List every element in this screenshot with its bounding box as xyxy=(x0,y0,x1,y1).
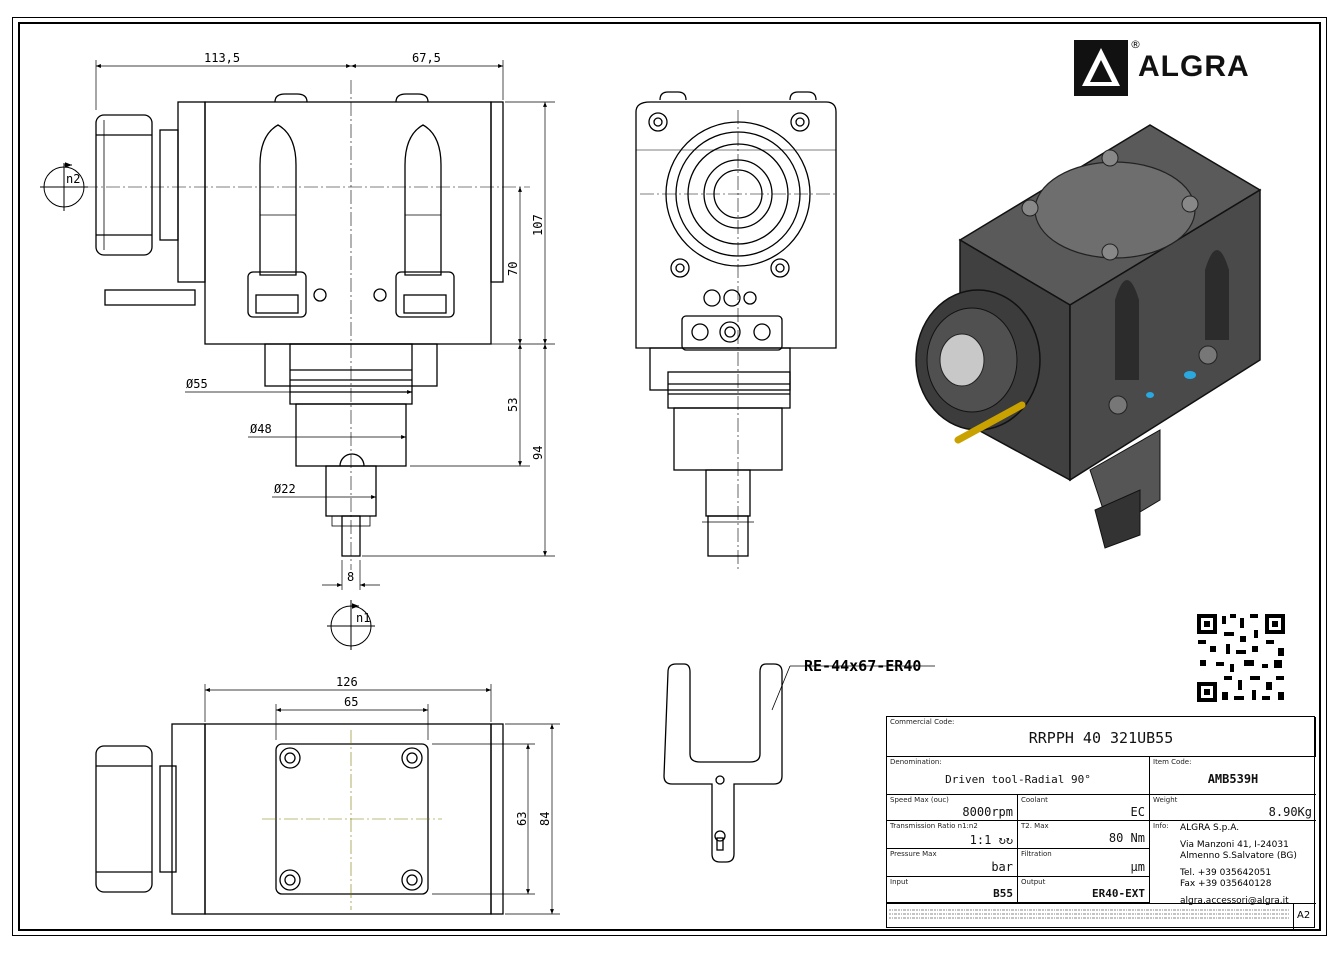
coolant-cell: Coolant EC xyxy=(1018,795,1150,821)
speed-caption: Speed Max (ouc) xyxy=(890,796,949,804)
address-line-2: Almenno S.Salvatore (BG) xyxy=(1180,851,1297,861)
weight: 8.90Kg xyxy=(1268,805,1312,819)
logo-text: ALGRA xyxy=(1138,50,1250,83)
dim-8: 8 xyxy=(347,570,354,584)
item-code: AMB539H xyxy=(1207,772,1259,786)
ratio-cell: Transmission Ratio n1:n2 1:1 ↻↻ xyxy=(887,821,1018,849)
output-caption: Output xyxy=(1021,878,1046,886)
wrench-drawing xyxy=(663,663,783,863)
wrench-label: RE-44x67-ER40 xyxy=(804,657,921,675)
weight-cell: Weight 8.90Kg xyxy=(1150,795,1316,821)
dim-107: 107 xyxy=(531,214,545,236)
company-info: ALGRA S.p.A. Via Manzoni 41, I-24031 Alm… xyxy=(1180,823,1297,907)
pressure-unit: bar xyxy=(991,860,1013,874)
dim-94: 94 xyxy=(531,446,545,460)
outer-frame xyxy=(12,17,1327,936)
rotation-n2-symbol xyxy=(40,162,88,211)
output: ER40-EXT xyxy=(1092,887,1145,900)
filtration-cell: Filtration µm xyxy=(1018,849,1150,877)
input: B55 xyxy=(993,887,1013,900)
logo-triangle-icon xyxy=(1074,40,1128,96)
torque: 80 Nm xyxy=(1109,831,1145,845)
torque-unit: Nm xyxy=(1130,831,1145,845)
dim-53: 53 xyxy=(506,398,520,412)
commercial-code-cell: Commercial Code: RRPPH 40 321UB55 xyxy=(887,717,1316,757)
info-caption: Info: xyxy=(1153,822,1169,830)
input-caption: Input xyxy=(890,878,909,886)
denomination: Driven tool-Radial 90° xyxy=(945,773,1091,786)
ratio-value: 1:1 xyxy=(969,833,992,847)
inner-frame xyxy=(18,22,1321,931)
filtration-unit: µm xyxy=(1130,860,1145,874)
coolant-caption: Coolant xyxy=(1021,796,1048,804)
qr-code xyxy=(1196,613,1286,703)
filtration-caption: Filtration xyxy=(1021,850,1052,858)
side-view xyxy=(635,91,837,557)
dim-113-5: 113,5 xyxy=(204,51,240,65)
pressure-cell: Pressure Max bar xyxy=(887,849,1018,877)
dim-84: 84 xyxy=(538,812,552,826)
dim-65: 65 xyxy=(344,695,358,709)
coolant: EC xyxy=(1130,805,1145,819)
commercial-code: RRPPH 40 321UB55 xyxy=(1028,729,1174,747)
pressure-caption: Pressure Max xyxy=(890,850,937,858)
telephone: Tel. +39 035642051 xyxy=(1180,868,1272,878)
isometric-view xyxy=(915,124,1262,549)
weight-caption: Weight xyxy=(1153,796,1178,804)
input-cell: Input B55 xyxy=(887,877,1018,903)
dim-63: 63 xyxy=(515,812,529,826)
ratio: 1:1 ↻↻ xyxy=(970,833,1013,847)
top-dimension-lines xyxy=(204,684,560,915)
torque-cell: T2. Max 80 Nm xyxy=(1018,821,1150,849)
item-code-cell: Item Code: AMB539H xyxy=(1150,757,1316,795)
label-n1: n1 xyxy=(356,611,370,625)
dim-dia-22: Ø22 xyxy=(274,482,296,496)
dim-67-5: 67,5 xyxy=(412,51,441,65)
speed-cell: Speed Max (ouc) 8000rpm xyxy=(887,795,1018,821)
torque-caption: T2. Max xyxy=(1021,822,1049,830)
speed: 8000rpm xyxy=(962,805,1013,819)
rotation-n1-symbol xyxy=(327,600,375,650)
registered-mark: ® xyxy=(1130,38,1141,51)
top-centerlines xyxy=(262,730,442,910)
front-dimension-lines xyxy=(95,60,555,590)
rotation-direction-icon: ↻↻ xyxy=(998,833,1013,847)
dim-126: 126 xyxy=(336,675,358,689)
commercial-code-caption: Commercial Code: xyxy=(890,718,955,726)
torque-value: 80 xyxy=(1108,831,1124,845)
dim-dia-55: Ø55 xyxy=(186,377,208,391)
front-centerlines xyxy=(40,80,530,570)
front-view xyxy=(95,93,504,557)
top-view xyxy=(95,723,504,915)
sheet-size-cell: A2 xyxy=(1293,904,1316,929)
dim-70: 70 xyxy=(506,262,520,276)
sheet-size: A2 xyxy=(1297,910,1311,921)
dim-dia-48: Ø48 xyxy=(250,422,272,436)
label-n2: n2 xyxy=(66,172,80,186)
email[interactable]: algra.accessori@algra.it xyxy=(1180,896,1289,906)
info-cell: Info: ALGRA S.p.A. Via Manzoni 41, I-240… xyxy=(1150,821,1316,929)
company-name: ALGRA S.p.A. xyxy=(1180,823,1240,833)
denomination-cell: Denomination: Driven tool-Radial 90° xyxy=(887,757,1150,795)
output-cell: Output ER40-EXT xyxy=(1018,877,1150,903)
footer-cell: A2 xyxy=(887,903,1316,929)
denomination-caption: Denomination: xyxy=(890,758,942,766)
item-code-caption: Item Code: xyxy=(1153,758,1192,766)
title-block: Commercial Code: RRPPH 40 321UB55 Denomi… xyxy=(886,716,1316,929)
wrench-leader xyxy=(771,665,791,711)
fax: Fax +39 035640128 xyxy=(1180,879,1272,889)
side-centerlines xyxy=(640,110,836,570)
ratio-caption: Transmission Ratio n1:n2 xyxy=(890,822,978,830)
address-line-1: Via Manzoni 41, I-24031 xyxy=(1180,840,1289,850)
legal-notice-lines xyxy=(889,907,1290,919)
algra-logo: ® ALGRA xyxy=(1074,38,1304,98)
